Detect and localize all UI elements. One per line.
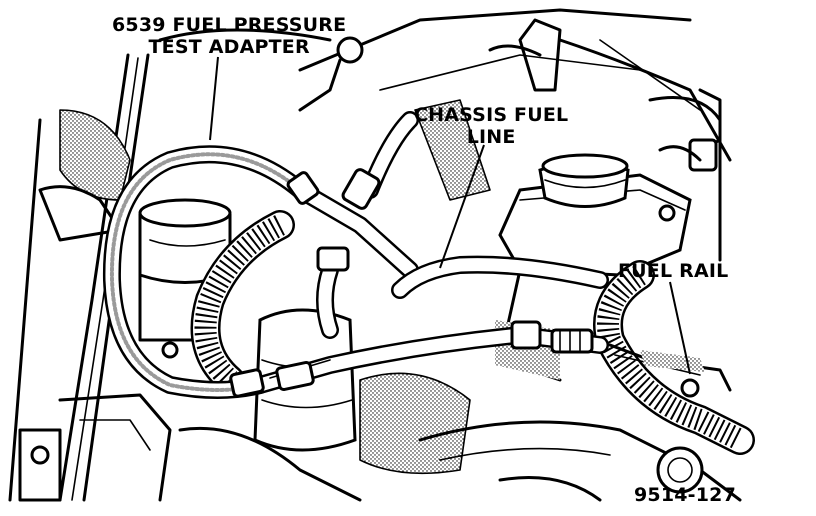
callout-test-adapter-line1: 6539 FUEL PRESSURE [112, 14, 347, 36]
figure-number: 9514-127 [634, 484, 737, 506]
wiring-loom-left [190, 210, 295, 395]
test-adapter-hose [102, 145, 419, 399]
callout-leaders [209, 56, 691, 375]
callout-chassis-fuel-line-line1: CHASSIS FUEL [414, 104, 569, 126]
hose-fittings [161, 88, 722, 398]
callout-test-adapter-line2: TEST ADAPTER [148, 36, 310, 58]
engine-background [38, 8, 732, 262]
callout-fuel-rail: FUEL RAIL [618, 260, 729, 282]
coolant-reservoir [495, 153, 692, 382]
oil-filter-housing [253, 308, 471, 475]
chassis-fuel-line [251, 111, 609, 394]
intake-manifold [18, 393, 742, 502]
callout-chassis-fuel-line-line2: LINE [466, 126, 516, 148]
callout-chassis-fuel-line: CHASSIS FUEL LINE [414, 104, 568, 148]
callout-test-adapter: 6539 FUEL PRESSURE TEST ADAPTER [112, 14, 346, 58]
